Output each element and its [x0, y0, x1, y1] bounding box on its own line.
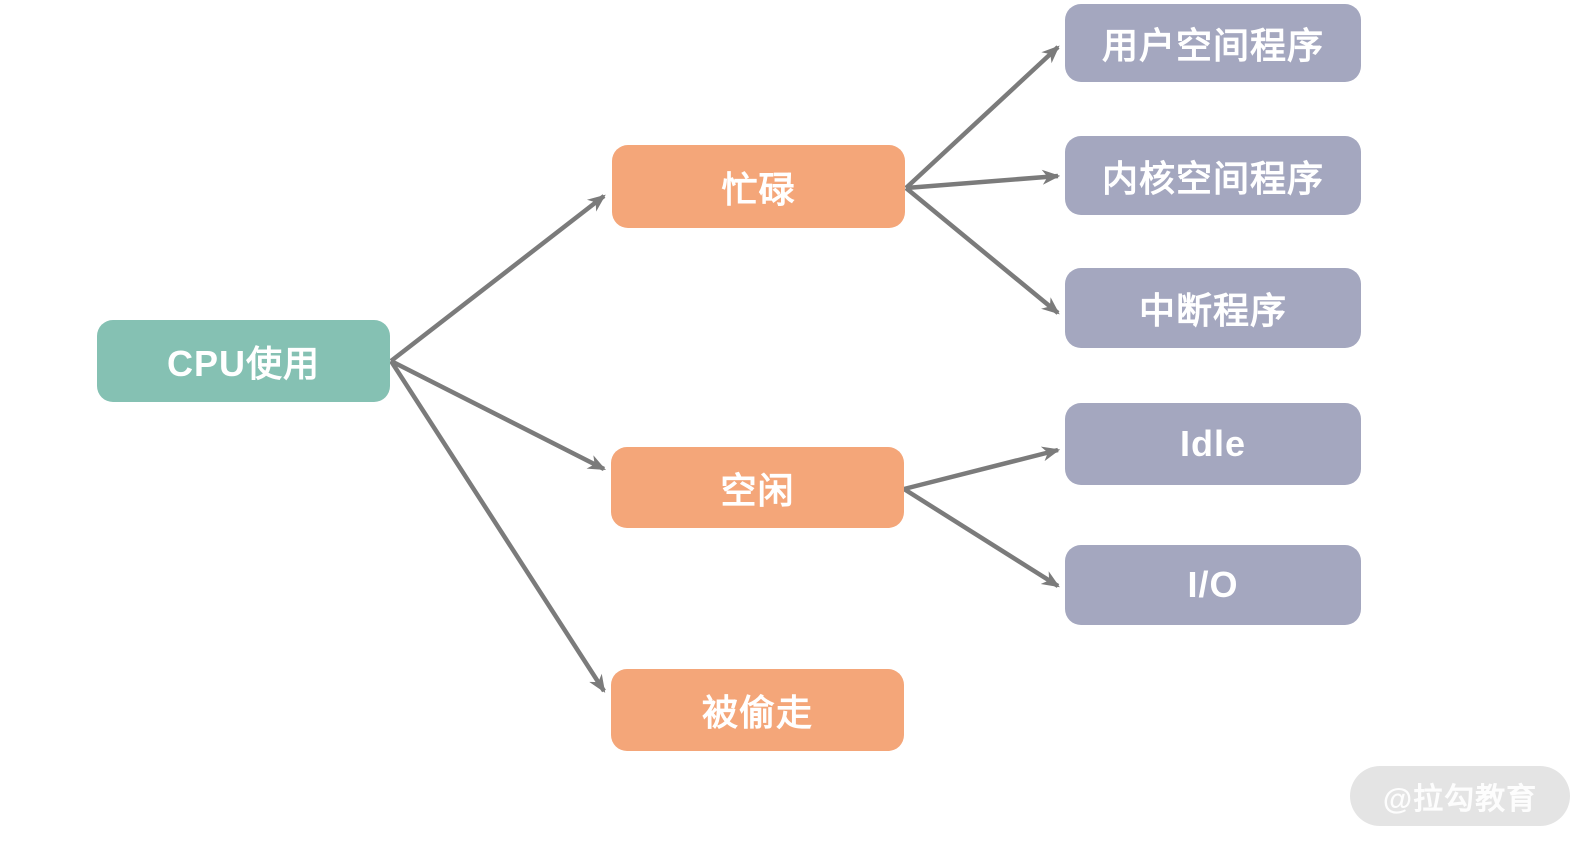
edge-idle-io — [902, 487, 1060, 588]
node-interrupt-program: 中断程序 — [1065, 268, 1361, 348]
edge-cpu-idle — [389, 358, 607, 472]
node-user-space-program: 用户空间程序 — [1065, 4, 1361, 82]
node-io: I/O — [1065, 545, 1361, 625]
node-busy: 忙碌 — [612, 145, 905, 228]
node-kernel-space-program: 内核空间程序 — [1065, 136, 1361, 215]
edge-cpu-busy — [389, 194, 606, 363]
node-idle-cn: 空闲 — [611, 447, 904, 528]
edge-busy-interrupt — [904, 186, 1060, 315]
edge-idle-idleen — [903, 446, 1061, 492]
edge-busy-user — [904, 45, 1060, 190]
edge-cpu-stolen — [389, 359, 606, 693]
node-cpu-usage: CPU使用 — [97, 320, 390, 402]
edge-busy-kernel — [905, 169, 1061, 191]
node-stolen: 被偷走 — [611, 669, 904, 751]
node-idle-en: Idle — [1065, 403, 1361, 485]
watermark-badge: @拉勾教育 — [1350, 766, 1570, 826]
